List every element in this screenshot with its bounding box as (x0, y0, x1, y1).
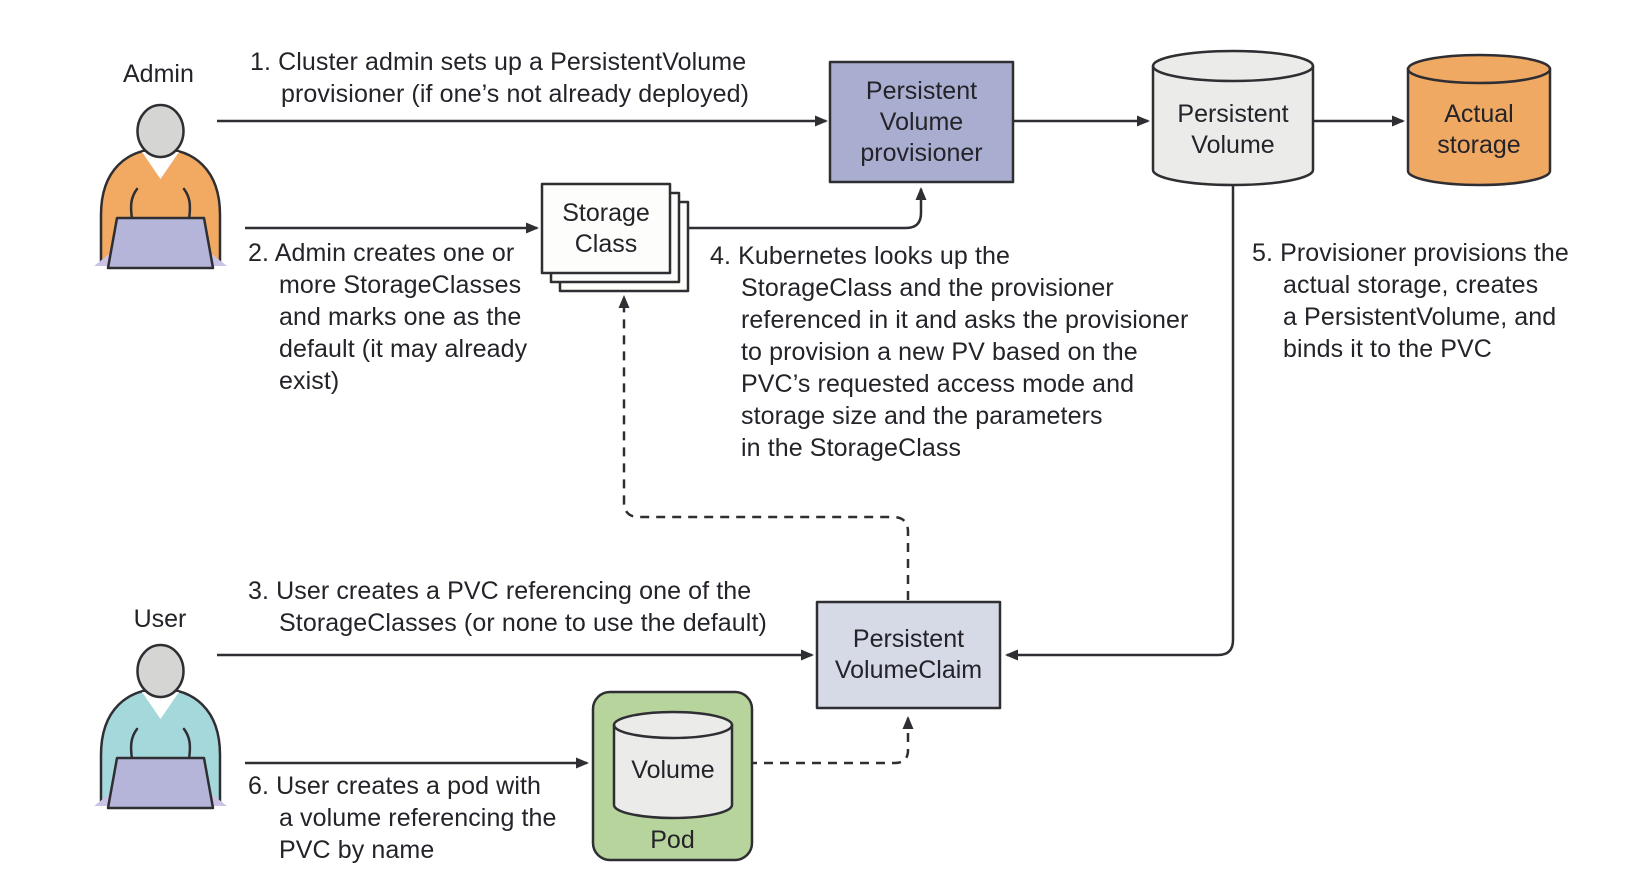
pvc-label: Persistent VolumeClaim (834, 625, 983, 684)
user-left-arm-line (129, 727, 139, 761)
storage-cylinder-rim (1406, 67, 1552, 85)
storage-cylinder-body (1406, 53, 1552, 187)
persistent-volume-label: Persistent Volume (1177, 100, 1289, 159)
admin-figure (94, 103, 227, 270)
persistent-volume-cylinder (1151, 49, 1315, 187)
admin-right-arm-line (182, 187, 192, 221)
step2-note: 2. Admin creates one or more StorageClas… (248, 239, 528, 395)
admin-label: Admin (123, 60, 194, 88)
user-figure (94, 643, 227, 810)
pvc-box (815, 600, 1002, 710)
step5-note: 5. Provisioner provisions the actual sto… (1252, 239, 1569, 363)
volume-cylinder-rim (612, 723, 734, 740)
user-vneck (142, 692, 179, 719)
actual-storage-label: Actual storage (1437, 100, 1521, 159)
dashed-volume-to-pvc (732, 716, 914, 765)
provisioner-box (828, 60, 1015, 184)
provisioner-label: Persistent Volume provisioner (860, 76, 983, 167)
volume-label: Volume (631, 755, 715, 784)
pv-cylinder-rim (1151, 64, 1315, 83)
arrow-pv-to-pvc (1005, 184, 1235, 661)
step3-note: 3. User creates a PVC referencing one of… (248, 577, 767, 637)
storage-class-sheet-front (540, 182, 672, 275)
admin-vneck (142, 152, 179, 179)
connectors (217, 115, 1405, 769)
volume-cylinder-body (612, 710, 734, 820)
arrow-storageclass-to-provisioner (688, 187, 927, 230)
step4-note: 4. Kubernetes looks up the StorageClass … (710, 242, 1189, 462)
storage-class-stack (540, 182, 690, 293)
user-label: User (133, 605, 187, 633)
admin-head-icon (136, 103, 185, 159)
admin-left-arm-line (129, 187, 139, 221)
pod-label: Pod (650, 825, 695, 854)
actual-storage-cylinder (1406, 53, 1552, 187)
user-laptop-icon (106, 756, 215, 810)
step1-note: 1. Cluster admin sets up a PersistentVol… (250, 48, 749, 108)
user-right-arm-line (182, 727, 192, 761)
admin-laptop-icon (106, 216, 215, 270)
pod-group (591, 690, 754, 862)
user-head-icon (136, 643, 185, 699)
storage-class-label: Storage Class (562, 198, 650, 258)
pv-cylinder-body (1151, 49, 1315, 187)
step6-note: 6. User creates a pod with a volume refe… (248, 772, 557, 864)
